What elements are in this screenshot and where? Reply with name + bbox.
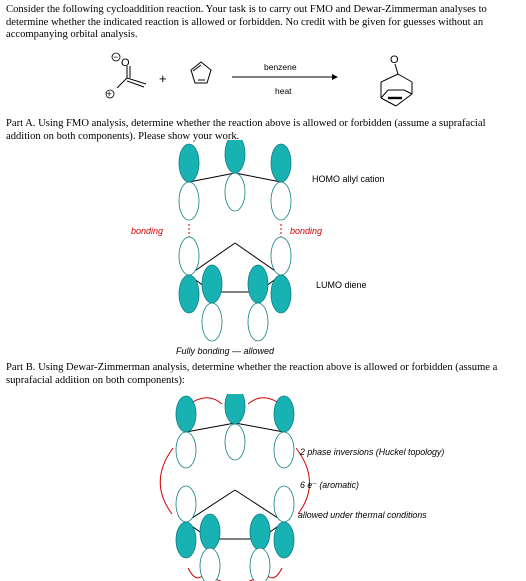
orbital-lobe — [273, 431, 295, 469]
intro-paragraph: Consider the following cycloaddition rea… — [6, 4, 487, 40]
orbital-lobe — [273, 485, 295, 523]
fmo-diagram: HOMO allyl cation bonding bonding LUMO d… — [131, 140, 385, 356]
orbital-lobe — [270, 181, 292, 221]
orbital-lobe — [270, 274, 292, 314]
product-oxygen: O — [390, 54, 399, 66]
orbital-lobe — [178, 236, 200, 276]
fmo-conclusion: Fully bonding — allowed — [176, 346, 275, 356]
allowed-thermal-note: allowed under thermal conditions — [298, 510, 427, 520]
electron-count-note: 6 e⁻ (aromatic) — [300, 480, 359, 490]
orbital-lobe — [224, 423, 246, 461]
orbital-lobe — [249, 547, 271, 581]
orbital-lobe — [178, 274, 200, 314]
part-b-paragraph: Part B. Using Dewar-Zimmerman analysis, … — [6, 362, 498, 386]
reaction-scheme: O − + + benzene heat O — [105, 52, 413, 107]
orbital-lobe — [270, 143, 292, 183]
homo-allyl-orbitals — [178, 140, 292, 221]
orbital-lobe — [273, 521, 295, 559]
orbital-lobe — [175, 485, 197, 523]
orbital-lobe — [199, 547, 221, 581]
cyclopentadiene-structure — [190, 61, 212, 84]
orbital-lobe — [178, 181, 200, 221]
orbital-lobe — [249, 513, 271, 551]
orbital-lobe — [224, 140, 246, 174]
bonding-label-right: bonding — [290, 226, 322, 236]
bonding-label-left: bonding — [131, 226, 163, 236]
oxygen-atom: O — [121, 57, 130, 69]
diene-fragment-orbitals — [175, 485, 295, 581]
lumo-diene-orbitals — [178, 236, 292, 342]
part-a-paragraph: Part A. Using FMO analysis, determine wh… — [6, 118, 486, 142]
orbital-lobe — [201, 302, 223, 342]
orbital-lobe — [175, 431, 197, 469]
orbital-lobe — [199, 513, 221, 551]
lumo-label: LUMO diene — [316, 280, 367, 290]
dewar-zimmerman-diagram: 2 phase inversions (Huckel topology) 6 e… — [159, 394, 444, 581]
positive-charge: + — [107, 89, 112, 99]
orbital-lobe — [178, 143, 200, 183]
negative-charge: − — [113, 52, 118, 62]
phase-inversions-note: 2 phase inversions (Huckel topology) — [299, 447, 444, 457]
orbital-lobe — [247, 302, 269, 342]
orbital-lobe — [247, 264, 269, 304]
bicyclic-product-structure — [380, 63, 413, 107]
orbital-lobe — [273, 395, 295, 433]
condition-solvent: benzene — [264, 62, 297, 72]
orbital-lobe — [201, 264, 223, 304]
homo-label: HOMO allyl cation — [312, 174, 385, 184]
allyl-fragment-orbitals — [175, 394, 295, 469]
allyl-cation-structure — [116, 66, 147, 89]
orbital-lobe — [175, 395, 197, 433]
condition-heat: heat — [275, 86, 292, 96]
orbital-lobe — [224, 172, 246, 212]
orbital-lobe — [224, 394, 246, 425]
orbital-lobe — [270, 236, 292, 276]
orbital-lobe — [175, 521, 197, 559]
plus-sign: + — [159, 71, 167, 86]
